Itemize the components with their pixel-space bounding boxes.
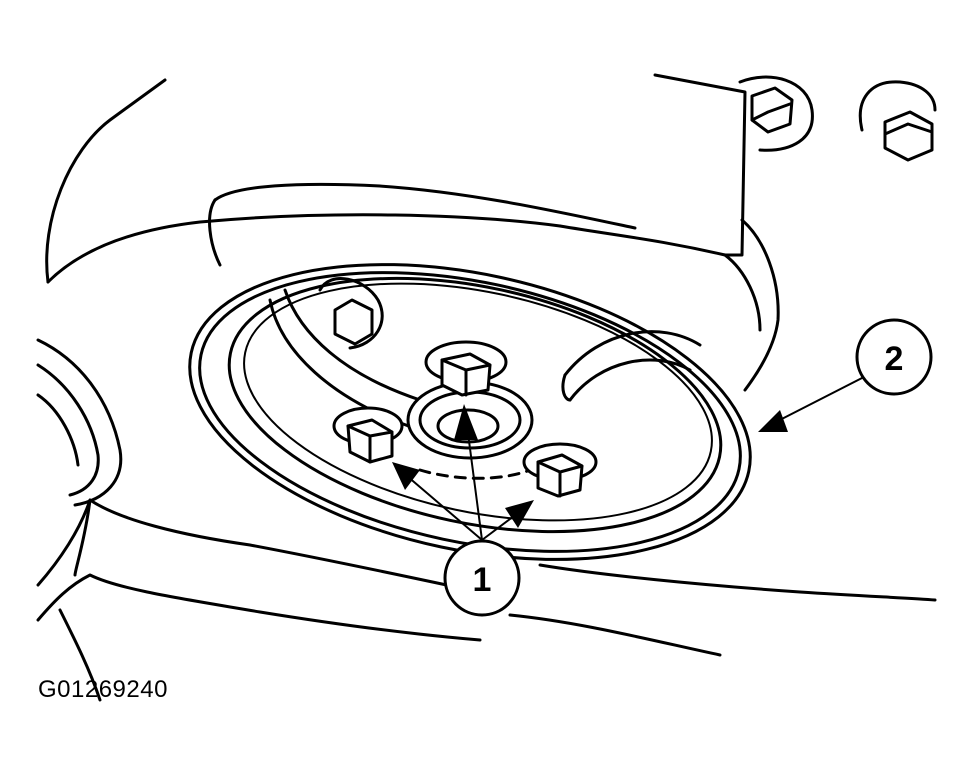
mount-bolt-top-right xyxy=(858,80,937,162)
mount-bolt-top-center xyxy=(738,75,814,152)
callout-1-number: 1 xyxy=(473,561,492,599)
callout-1: 1 xyxy=(443,539,521,617)
retaining-bolt-top xyxy=(424,340,508,397)
callout-2-number: 2 xyxy=(885,340,904,378)
left-housing xyxy=(36,338,482,702)
callout-2-leader xyxy=(758,377,863,432)
retaining-bolt-left xyxy=(332,406,404,464)
inner-hidden-bolt xyxy=(318,277,384,350)
retaining-bolt-right xyxy=(522,442,598,498)
lower-housing xyxy=(508,563,937,657)
callout-1-leaders xyxy=(392,404,534,541)
engine-casting xyxy=(45,73,780,392)
callout-2: 2 xyxy=(855,318,933,396)
figure-id-label: G01269240 xyxy=(38,676,168,703)
